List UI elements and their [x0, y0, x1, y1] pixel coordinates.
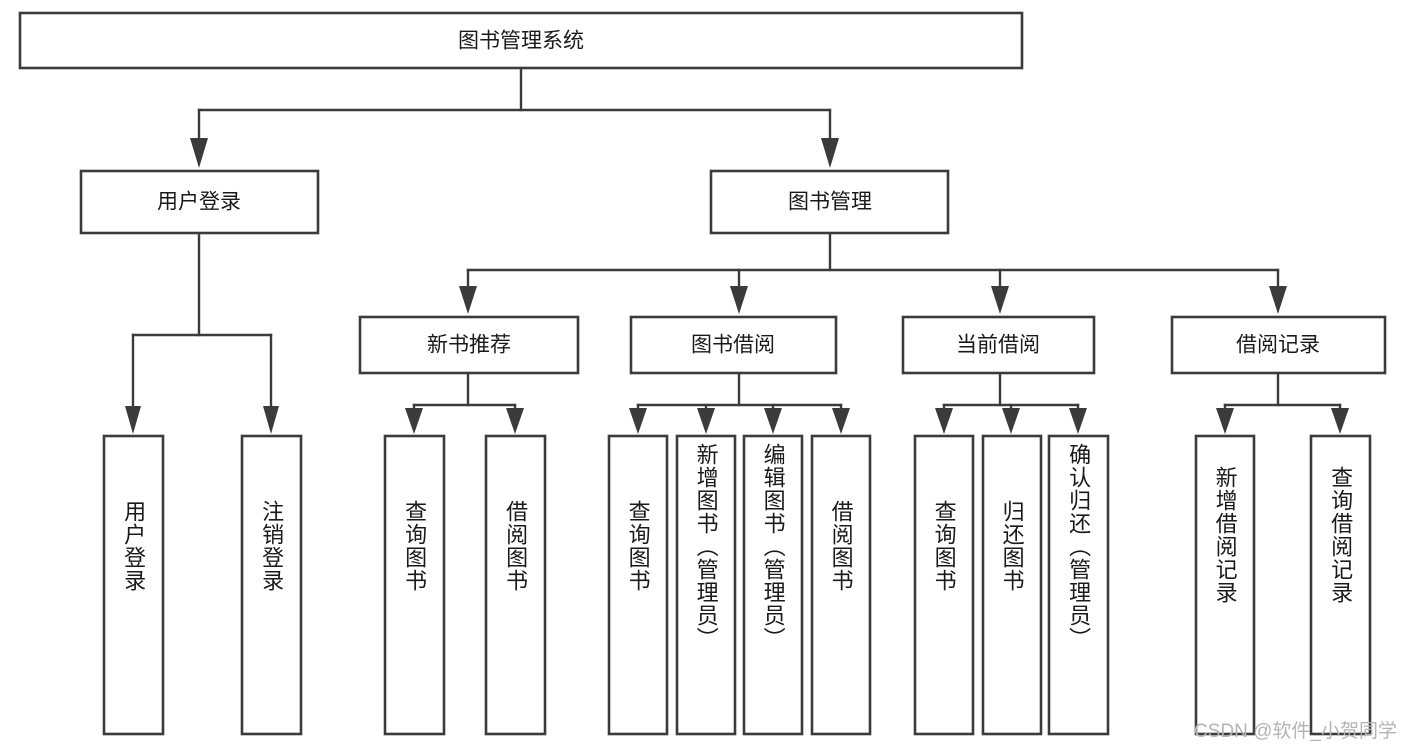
- node-label: 图书管理系统: [458, 30, 584, 53]
- arrow-head-icon: [405, 408, 423, 434]
- connector-user-login-to-leaves: [125, 231, 279, 434]
- leaf-box-add-borrow-record[interactable]: [1194, 434, 1256, 736]
- node-book-borrow[interactable]: 图书借阅: [629, 315, 838, 375]
- connector-current-borrow-to-leaves: [935, 371, 1087, 434]
- connector-borrow-to-leaves: [629, 371, 850, 434]
- arrow-head-icon: [1216, 408, 1234, 434]
- node-label: 当前借阅: [956, 334, 1040, 357]
- node-label: 图书借阅: [691, 334, 775, 357]
- node-box[interactable]: [629, 315, 838, 375]
- node-user-login[interactable]: 用户登录: [79, 169, 320, 235]
- leaf-box-query-borrow-record[interactable]: [1309, 434, 1372, 736]
- watermark-text: CSDN @软件_小贺同学: [1194, 721, 1397, 742]
- leaf-box-edit-book-admin[interactable]: [742, 434, 804, 736]
- leaf-box-borrow-book-1[interactable]: [484, 434, 547, 736]
- arrow-head-icon: [935, 408, 953, 434]
- arrow-head-icon: [821, 138, 839, 168]
- arrow-head-icon: [1069, 408, 1087, 434]
- connector-new-book-to-leaves: [405, 371, 524, 434]
- node-box[interactable]: [358, 315, 580, 375]
- leaf-box-query-book-3[interactable]: [913, 434, 975, 736]
- leaf-box-user-login[interactable]: [102, 434, 165, 736]
- leaf-box-query-book-1[interactable]: [383, 434, 446, 736]
- arrow-head-icon: [125, 406, 141, 434]
- node-label: 借阅记录: [1236, 334, 1320, 357]
- connector-root-to-level2: [190, 66, 839, 168]
- arrow-head-icon: [263, 406, 279, 434]
- node-box[interactable]: [1170, 315, 1387, 375]
- leaf-box-add-book-admin[interactable]: [675, 434, 737, 736]
- node-label: 用户登录: [157, 191, 241, 214]
- connector-borrow-record-to-leaves: [1216, 371, 1349, 434]
- node-label: 图书管理: [788, 191, 872, 214]
- node-box[interactable]: [18, 11, 1024, 70]
- node-new-book-recommend[interactable]: 新书推荐: [358, 315, 580, 375]
- connector-book-mgmt-to-level3: [459, 231, 1287, 314]
- arrow-head-icon: [1269, 286, 1287, 314]
- arrow-head-icon: [190, 138, 208, 168]
- arrow-head-icon: [629, 408, 647, 434]
- leaf-box-confirm-return-admin[interactable]: [1047, 434, 1110, 736]
- arrow-head-icon: [764, 408, 782, 434]
- node-box[interactable]: [709, 169, 950, 235]
- node-label: 新书推荐: [427, 334, 511, 357]
- arrow-head-icon: [1331, 408, 1349, 434]
- leaf-box-logout[interactable]: [240, 434, 303, 736]
- node-root[interactable]: 图书管理系统: [18, 11, 1024, 70]
- arrow-head-icon: [730, 286, 748, 314]
- node-book-management[interactable]: 图书管理: [709, 169, 950, 235]
- arrow-head-icon: [832, 408, 850, 434]
- node-borrow-record[interactable]: 借阅记录: [1170, 315, 1387, 375]
- arrow-head-icon: [1002, 408, 1020, 434]
- arrow-head-icon: [697, 408, 715, 434]
- leaf-box-return-book[interactable]: [981, 434, 1043, 736]
- node-box[interactable]: [79, 169, 320, 235]
- arrow-head-icon: [459, 286, 477, 314]
- arrow-head-icon: [506, 408, 524, 434]
- arrow-head-icon: [991, 286, 1009, 314]
- node-box[interactable]: [901, 315, 1096, 375]
- leaf-box-query-book-2[interactable]: [607, 434, 669, 736]
- node-current-borrow[interactable]: 当前借阅: [901, 315, 1096, 375]
- leaf-box-borrow-book-2[interactable]: [810, 434, 872, 736]
